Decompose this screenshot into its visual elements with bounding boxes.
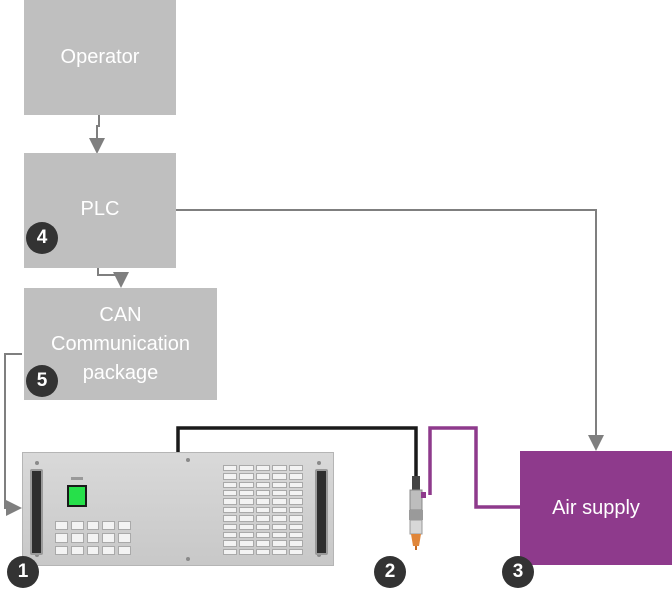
arrow-operator-to-plc [89,115,105,154]
air-supply-badge: 3 [502,556,534,588]
can-label-line-1: CAN [99,303,142,326]
air-hose-to-torch [428,426,522,509]
arrow-can-to-power-unit [4,353,22,516]
air-supply-label: Air supply [552,496,640,519]
rack-screw [317,553,321,557]
cable-power-unit-to-torch [176,426,418,478]
arrow-plc-to-can [97,268,129,288]
rack-handle-left [30,469,43,555]
arrow-plc-to-air-supply [176,209,604,451]
operator-box: Operator [24,0,176,115]
plasma-power-unit-image [22,452,334,566]
rack-handle-right [315,469,328,555]
plasma-torch-image [409,476,426,550]
can-label-line-3: package [82,361,159,384]
power-unit-badge: 1 [7,556,39,588]
torch-badge: 2 [374,556,406,588]
rack-screw [186,458,190,462]
indicator-leds [71,477,83,480]
can-badge: 5 [26,365,58,397]
rack-screw [35,461,39,465]
can-label-line-2: Communication [51,332,190,355]
front-vent-small [55,521,131,555]
air-supply-box: Air supply [520,451,672,565]
rack-screw [186,557,190,561]
can-package-box: CAN Communication package [24,288,217,400]
rack-screw [317,461,321,465]
front-vent-large [223,465,303,555]
plc-label: PLC [80,198,120,220]
power-button-icon [67,485,87,507]
plc-badge: 4 [26,222,58,254]
rack-screw [35,553,39,557]
operator-label: Operator [60,46,140,68]
